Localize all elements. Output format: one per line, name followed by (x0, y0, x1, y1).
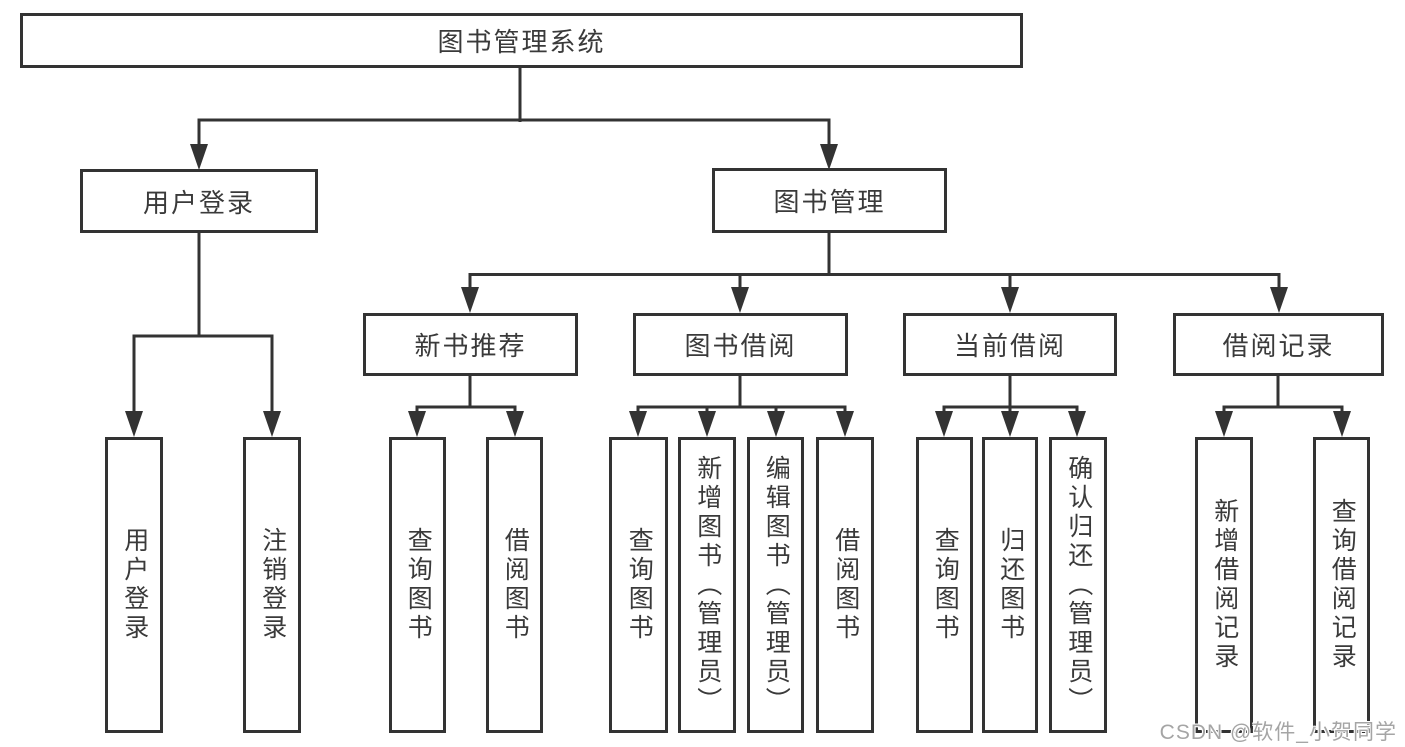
leaf-query-books: 查询图书 (389, 437, 446, 733)
leaf-add-books-admin: 新增图书（管理员） (678, 437, 736, 733)
node-label: 图书借阅 (684, 331, 797, 361)
leaf-borrow-books: 借阅图书 (486, 437, 543, 733)
leaf-label: 新增图书（管理员） (693, 454, 722, 716)
leaf-label: 借阅图书 (831, 527, 860, 643)
leaf-label: 新增借阅记录 (1210, 498, 1239, 672)
node-label: 图书管理 (773, 187, 886, 217)
leaf-query-books: 查询图书 (609, 437, 668, 733)
leaf-label: 查询图书 (404, 527, 433, 643)
leaf-label: 确认归还（管理员） (1064, 454, 1093, 716)
leaf-user-login: 用户登录 (105, 437, 163, 733)
node-new-book-recommend: 新书推荐 (363, 313, 578, 376)
leaf-label: 查询图书 (931, 527, 960, 643)
node-borrowing-records: 借阅记录 (1173, 313, 1384, 376)
node-label: 当前借阅 (953, 331, 1066, 361)
leaf-label: 借阅图书 (501, 527, 530, 643)
leaf-confirm-return-admin: 确认归还（管理员） (1049, 437, 1107, 733)
leaf-return-books: 归还图书 (982, 437, 1038, 733)
watermark: CSDN @软件_小贺同学 (1159, 721, 1397, 744)
leaf-edit-books-admin: 编辑图书（管理员） (747, 437, 804, 733)
leaf-label: 归还图书 (996, 527, 1025, 643)
node-book-management: 图书管理 (712, 168, 947, 233)
leaf-logout: 注销登录 (243, 437, 301, 733)
node-user-login: 用户登录 (80, 169, 318, 233)
node-book-borrowing: 图书借阅 (633, 313, 848, 376)
node-label: 图书管理系统 (437, 27, 606, 57)
node-label: 新书推荐 (414, 331, 527, 361)
leaf-query-borrow-record: 查询借阅记录 (1313, 437, 1370, 733)
node-current-borrowing: 当前借阅 (903, 313, 1117, 376)
leaf-label: 用户登录 (120, 527, 149, 643)
leaf-borrow-books: 借阅图书 (816, 437, 874, 733)
arrow-down-icons (125, 144, 1351, 437)
leaf-label: 查询借阅记录 (1328, 498, 1357, 672)
leaf-add-borrow-record: 新增借阅记录 (1195, 437, 1253, 733)
node-label: 借阅记录 (1222, 331, 1335, 361)
leaf-label: 查询图书 (625, 527, 654, 643)
leaf-label: 注销登录 (258, 527, 287, 643)
leaf-label: 编辑图书（管理员） (762, 454, 791, 716)
leaf-query-books: 查询图书 (916, 437, 973, 733)
node-label: 用户登录 (142, 187, 255, 218)
node-root-system: 图书管理系统 (20, 13, 1023, 68)
